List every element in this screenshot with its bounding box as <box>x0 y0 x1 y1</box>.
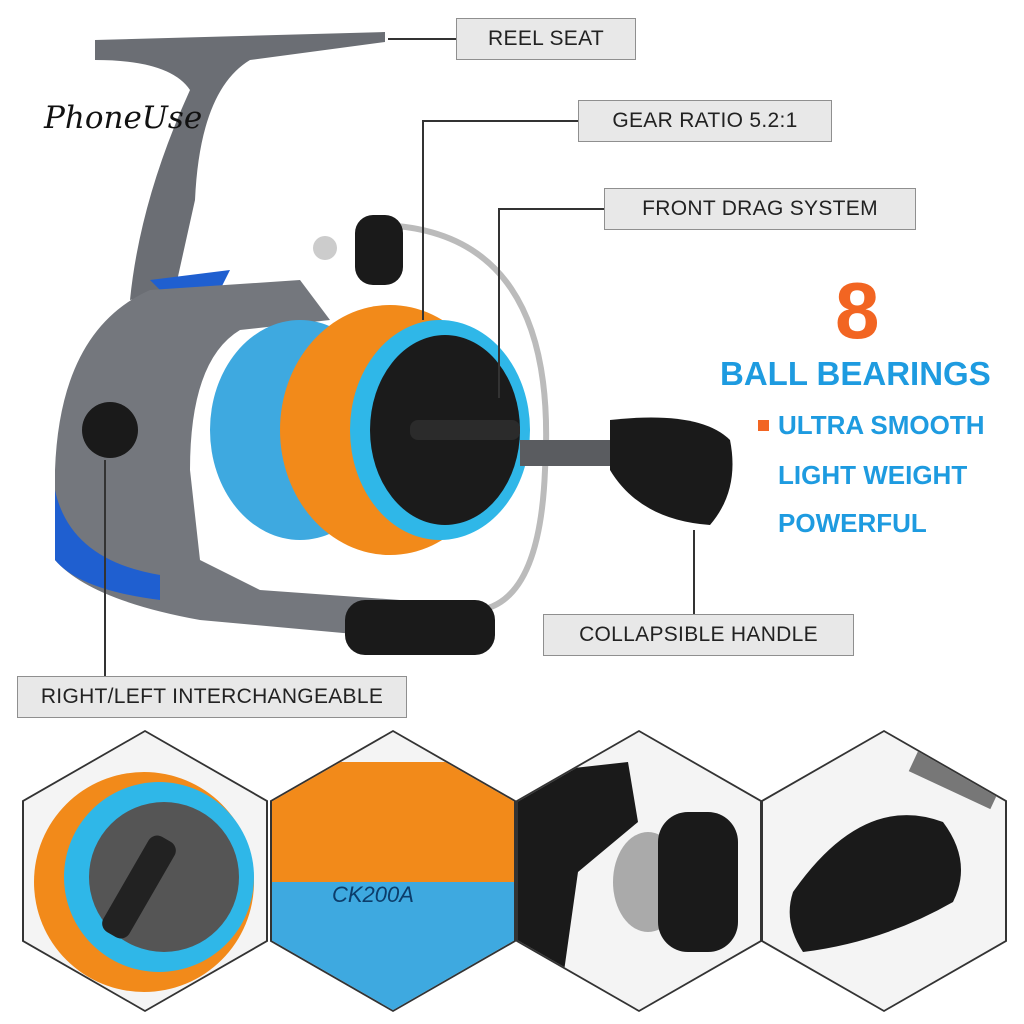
leader-line <box>104 460 106 676</box>
leader-line <box>693 530 695 614</box>
bearing-count: 8 <box>835 266 880 355</box>
detail-panel-handle <box>761 730 1007 1012</box>
leader-line <box>422 120 424 320</box>
watermark: PhoneUse <box>44 100 203 136</box>
reel-seat-stem <box>95 32 385 300</box>
label-front-drag: FRONT DRAG SYSTEM <box>604 188 916 230</box>
label-gear-ratio: GEAR RATIO 5.2:1 <box>578 100 832 142</box>
bail-wire <box>379 222 550 613</box>
handle-knob <box>610 417 733 525</box>
leader-line <box>422 120 578 122</box>
leader-line <box>498 208 604 210</box>
model-text: CK200A <box>332 882 414 907</box>
leader-line <box>498 208 500 398</box>
detail-panel-bail <box>516 730 762 1012</box>
reel-illustration <box>55 32 733 655</box>
bullet-icon <box>758 420 769 431</box>
feature-item: LIGHT WEIGHT <box>778 460 968 490</box>
label-interchangeable: RIGHT/LEFT INTERCHANGEABLE <box>17 676 407 718</box>
label-collapsible-handle: COLLAPSIBLE HANDLE <box>543 614 854 656</box>
feature-item: POWERFUL <box>778 508 927 538</box>
reel-body <box>55 280 420 640</box>
leader-line <box>388 38 456 40</box>
side-knob <box>82 402 138 458</box>
detail-panel-drag <box>22 730 268 1012</box>
label-reel-seat: REEL SEAT <box>456 18 636 60</box>
feature-item: ULTRA SMOOTH <box>778 410 985 440</box>
detail-panel-spool: CK200A <box>270 730 516 1012</box>
bearings-heading: BALL BEARINGS <box>720 355 991 392</box>
